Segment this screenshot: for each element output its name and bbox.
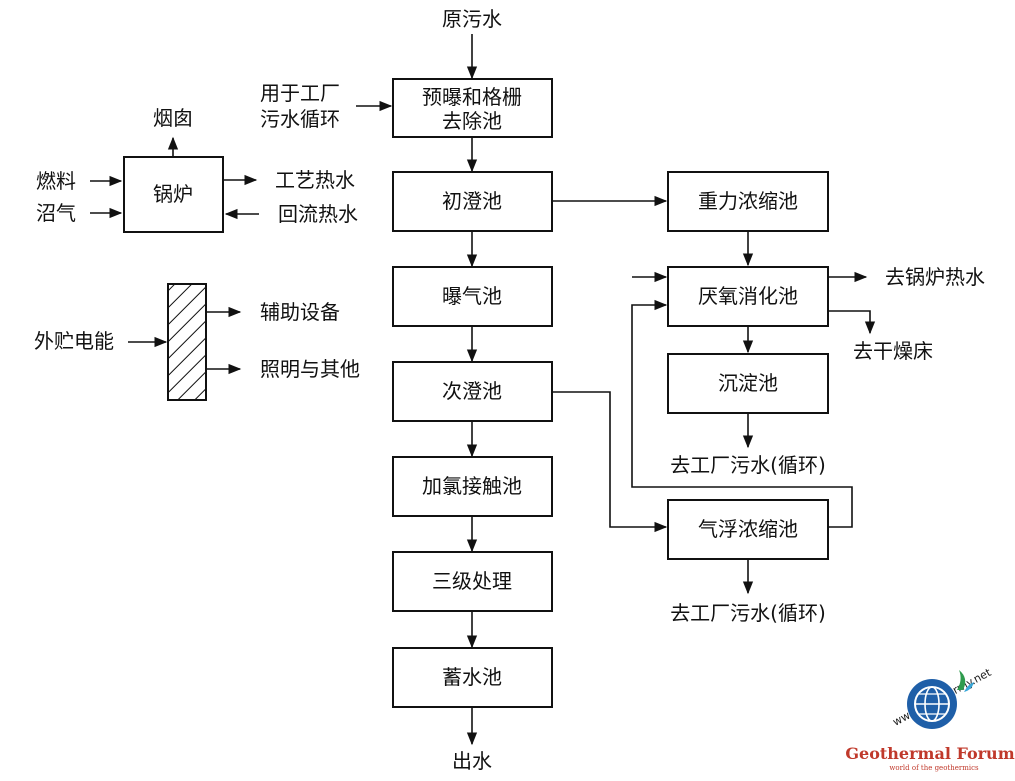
chlorine-contact-label: 加氯接触池 xyxy=(422,474,522,498)
watermark-tagline: world of the geothermics xyxy=(889,764,979,772)
plant-recycle-label-line1: 用于工厂 xyxy=(260,81,340,105)
lighting-other-label: 照明与其他 xyxy=(260,357,360,381)
aeration-tank-label: 曝气池 xyxy=(442,284,502,308)
anaerobic-digester-label: 厌氧消化池 xyxy=(698,284,798,308)
pre-aeration-label-line1: 预曝和格栅 xyxy=(422,85,522,109)
effluent-label: 出水 xyxy=(452,749,492,773)
return-hot-water-label: 回流热水 xyxy=(278,202,358,226)
to-drying-bed-label: 去干燥床 xyxy=(853,339,933,363)
secondary-clarifier-box xyxy=(392,361,553,422)
boiler-label: 锅炉 xyxy=(153,182,193,206)
to-plant-sewage-label-2: 去工厂污水(循环) xyxy=(670,601,826,625)
fuel-label: 燃料 xyxy=(36,169,76,193)
arrow-flotation-loop-to-digester xyxy=(631,299,853,528)
settling-tank-box xyxy=(667,353,829,414)
raw-sewage-label: 原污水 xyxy=(442,7,502,31)
aeration-tank-box xyxy=(392,266,553,327)
electric-storage-hatched-box xyxy=(167,283,207,401)
tertiary-treatment-box xyxy=(392,551,553,612)
process-hot-water-label: 工艺热水 xyxy=(275,168,355,192)
secondary-clarifier-label: 次澄池 xyxy=(442,379,502,403)
primary-clarifier-box xyxy=(392,171,553,232)
flotation-thickener-label: 气浮浓缩池 xyxy=(698,517,798,541)
flame-icon xyxy=(957,670,966,690)
boiler-box xyxy=(123,156,224,233)
flotation-thickener-box xyxy=(667,499,829,560)
auxiliary-equipment-label: 辅助设备 xyxy=(260,300,340,324)
primary-clarifier-label: 初澄池 xyxy=(442,189,502,213)
chlorine-contact-box xyxy=(392,456,553,517)
storage-pond-box xyxy=(392,647,553,708)
tertiary-treatment-label: 三级处理 xyxy=(432,569,512,593)
watermark-logo: www.geothermy.net Geothermal Forum world… xyxy=(845,666,1014,772)
settling-tank-label: 沉淀池 xyxy=(718,371,778,395)
storage-pond-label: 蓄水池 xyxy=(442,665,502,689)
watermark-name: Geothermal Forum xyxy=(845,744,1014,763)
pre-aeration-label-line2: 去除池 xyxy=(442,109,502,133)
to-plant-sewage-label-1: 去工厂污水(循环) xyxy=(670,453,826,477)
gravity-thickener-label: 重力浓缩池 xyxy=(698,189,798,213)
plant-recycle-label-line2: 污水循环 xyxy=(260,107,340,131)
to-boiler-hot-water-label: 去锅炉热水 xyxy=(885,265,985,289)
arrow-digester-to-drying-bed xyxy=(828,310,876,335)
gravity-thickener-box xyxy=(667,171,829,232)
biogas-label: 沼气 xyxy=(36,201,76,225)
arrow-secondary-to-flotation xyxy=(553,391,668,533)
chimney-label: 烟囱 xyxy=(153,106,193,130)
external-storage-power-label: 外贮电能 xyxy=(34,329,114,353)
anaerobic-digester-box xyxy=(667,266,829,327)
